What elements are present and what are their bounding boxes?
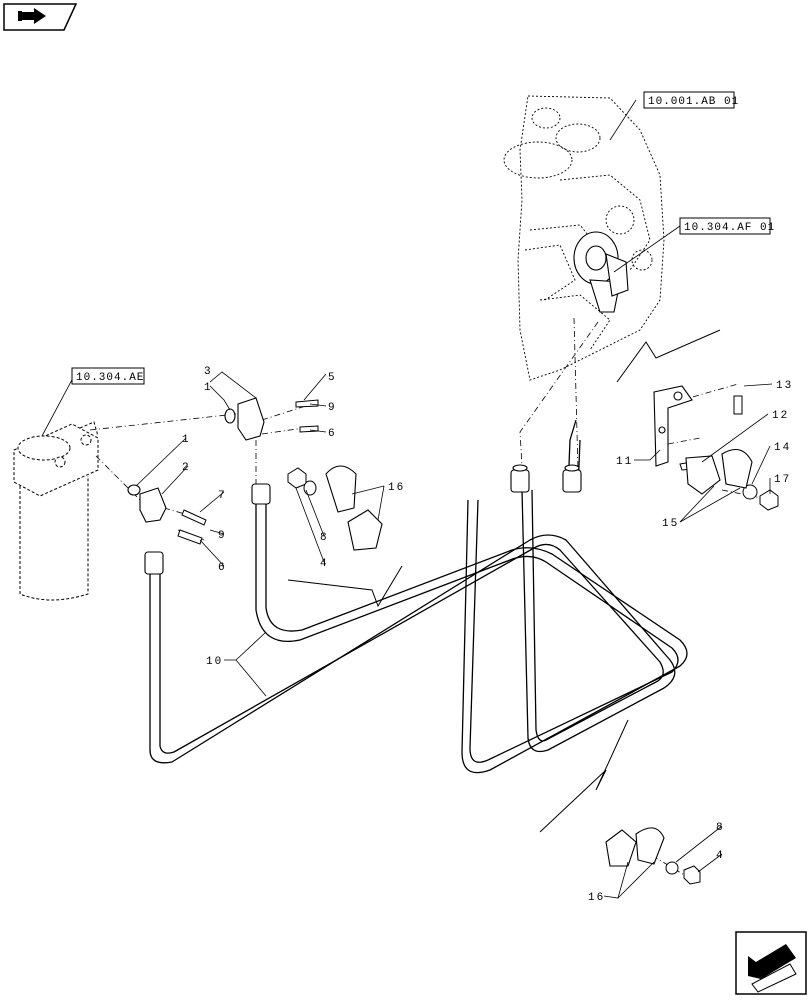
- bracket: [653, 385, 693, 467]
- callout-4: 4: [716, 850, 725, 862]
- callout-7: 7: [218, 490, 227, 502]
- callout-15: 15: [662, 518, 679, 530]
- callout-1: 1: [204, 382, 213, 394]
- svg-text:10.001.AB 01: 10.001.AB 01: [648, 96, 739, 108]
- callout-14: 14: [774, 442, 791, 454]
- callout-11: 11: [616, 456, 633, 468]
- svg-text:10.304.AF 01: 10.304.AF 01: [684, 222, 775, 234]
- callout-10: 10: [206, 656, 223, 668]
- nuts-washers: [287, 467, 779, 885]
- callout-9: 9: [218, 530, 227, 542]
- ref-box-pump[interactable]: 10.304.AF 01: [679, 217, 775, 235]
- callout-16: 16: [588, 892, 605, 904]
- svg-text:10.304.AE: 10.304.AE: [76, 372, 144, 384]
- callout-6: 6: [328, 428, 337, 440]
- callout-3: 3: [204, 366, 213, 378]
- pipe-fittings: [144, 464, 582, 575]
- fuel-filter: [13, 421, 99, 601]
- callouts: 3 1 5 9 6 1 2 7 9 6 8 4 16 10 11 13 12 1…: [182, 366, 793, 904]
- pump-fitting: [573, 231, 629, 313]
- callout-1: 1: [182, 434, 191, 446]
- banjo-lower: [127, 484, 167, 523]
- callout-4: 4: [320, 558, 329, 570]
- callout-8: 8: [320, 532, 329, 544]
- callout-13: 13: [776, 380, 793, 392]
- pipe-clips: [325, 448, 753, 867]
- break-marks: [287, 329, 721, 833]
- ref-box-engine[interactable]: 10.001.AB 01: [643, 91, 739, 109]
- banjo-upper: [224, 397, 265, 441]
- callout-5: 5: [328, 372, 337, 384]
- callout-9: 9: [328, 402, 337, 414]
- engine-block: [503, 95, 665, 381]
- next-page-arrow-icon[interactable]: [735, 931, 807, 995]
- callout-6: 6: [218, 562, 227, 574]
- leader-lines: [41, 99, 773, 899]
- callout-8: 8: [716, 822, 725, 834]
- callout-12: 12: [772, 410, 789, 422]
- book-arrow-icon[interactable]: [3, 3, 78, 31]
- fuel-pipes: [149, 419, 688, 774]
- callout-17: 17: [774, 474, 791, 486]
- callout-16: 16: [388, 482, 405, 494]
- ref-box-filter[interactable]: 10.304.AE: [71, 367, 145, 385]
- callout-2: 2: [182, 462, 191, 474]
